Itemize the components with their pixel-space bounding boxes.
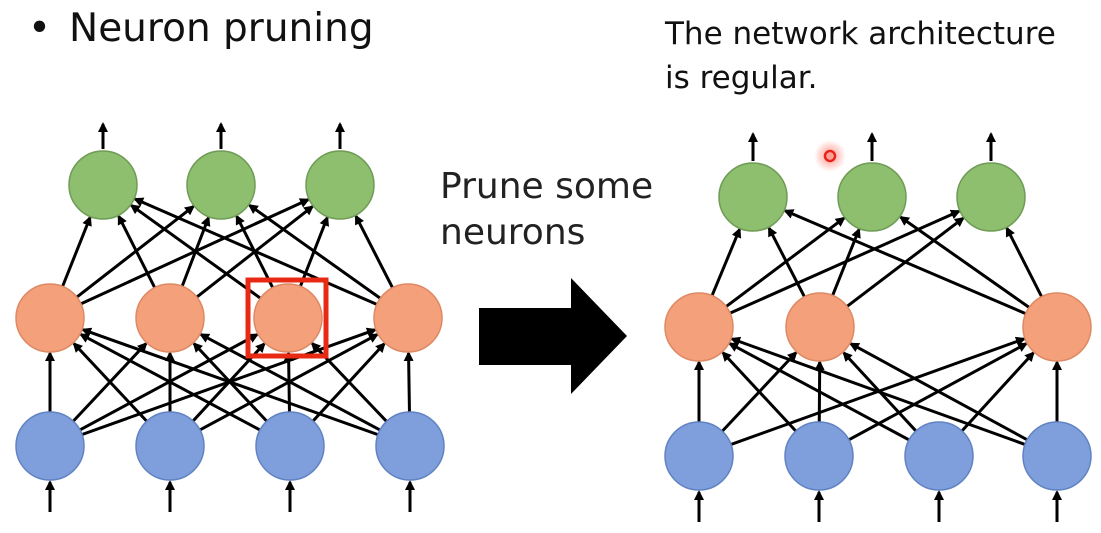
- hidden-neuron: [1022, 292, 1092, 362]
- pruned-network: [664, 132, 1092, 522]
- original-io-arrows: [45, 122, 415, 512]
- connection-arrow: [844, 342, 1028, 444]
- connection-arrow: [129, 204, 265, 302]
- connection-arrow: [75, 333, 259, 434]
- hidden-neuron: [664, 292, 734, 362]
- slide-title: • Neuron pruning: [28, 6, 374, 51]
- output-neuron: [186, 150, 256, 220]
- hidden-neuron: [135, 283, 205, 353]
- hidden-neuron: [373, 283, 443, 353]
- connection-arrow: [728, 342, 914, 444]
- prune-label: Prune some neurons: [440, 164, 680, 256]
- output-neuron: [837, 162, 907, 232]
- connection-arrow: [76, 198, 311, 307]
- connection-arrow: [767, 226, 808, 302]
- connection-arrow: [354, 214, 396, 292]
- connection-arrow: [848, 342, 1032, 443]
- input-neuron: [135, 411, 205, 481]
- connection-arrow: [192, 205, 315, 301]
- pruned-hidden-neuron: [253, 283, 323, 353]
- bullet-icon: •: [28, 6, 52, 51]
- connection-arrow: [195, 333, 379, 434]
- connection-arrow: [403, 350, 414, 417]
- note-line-2: is regular.: [665, 60, 818, 96]
- hidden-neuron: [15, 283, 85, 353]
- connection-arrow: [81, 327, 383, 438]
- connection-arrow: [783, 209, 1031, 317]
- note-line-1: The network architecture: [665, 16, 1056, 52]
- connection-arrow: [72, 205, 195, 301]
- connection-arrow: [709, 227, 742, 300]
- input-neuron: [1022, 421, 1092, 491]
- connection-arrow: [958, 351, 1035, 435]
- input-neuron: [784, 421, 854, 491]
- input-neuron: [904, 421, 974, 491]
- connection-arrow: [79, 333, 265, 434]
- connection-arrow: [247, 204, 385, 302]
- prune-line-2: neurons: [440, 212, 586, 253]
- original-neurons: [15, 150, 445, 481]
- connection-arrow: [730, 336, 1030, 448]
- connection-arrow: [718, 351, 798, 436]
- pruned-neuron-highlight: [245, 277, 329, 359]
- connection-arrow: [117, 214, 158, 292]
- connection-arrow: [726, 336, 1026, 448]
- original-edges: [45, 197, 414, 438]
- input-neuron: [375, 411, 445, 481]
- connection-arrow: [1005, 226, 1045, 301]
- connection-arrow: [842, 216, 965, 311]
- pruned-io-arrows: [694, 132, 1062, 522]
- input-neuron: [664, 421, 734, 491]
- connection-arrow: [59, 215, 92, 291]
- input-neuron: [255, 411, 325, 481]
- connection-arrow: [722, 216, 846, 311]
- connection-arrow: [133, 197, 382, 308]
- connection-arrow: [721, 351, 800, 436]
- input-neuron: [15, 411, 85, 481]
- right-arrow-icon: [479, 278, 627, 394]
- connection-arrow: [199, 333, 385, 434]
- connection-arrow: [309, 342, 386, 425]
- original-network: [15, 122, 445, 512]
- title-text: Neuron pruning: [69, 6, 374, 51]
- connection-arrow: [283, 350, 294, 417]
- hidden-neuron: [785, 292, 855, 362]
- output-neuron: [68, 150, 138, 220]
- output-neuron: [305, 150, 375, 220]
- pruned-edges: [694, 209, 1062, 448]
- connection-arrow: [899, 215, 1034, 311]
- output-neuron: [718, 162, 788, 232]
- prune-line-1: Prune some: [440, 166, 654, 207]
- output-neuron: [956, 162, 1026, 232]
- connection-arrow: [69, 342, 148, 426]
- pruned-neurons: [664, 162, 1092, 491]
- connection-arrow: [725, 209, 961, 317]
- connection-arrow: [72, 342, 151, 426]
- architecture-note: The network architecture is regular.: [665, 12, 1095, 100]
- laser-pointer-icon: [814, 140, 846, 172]
